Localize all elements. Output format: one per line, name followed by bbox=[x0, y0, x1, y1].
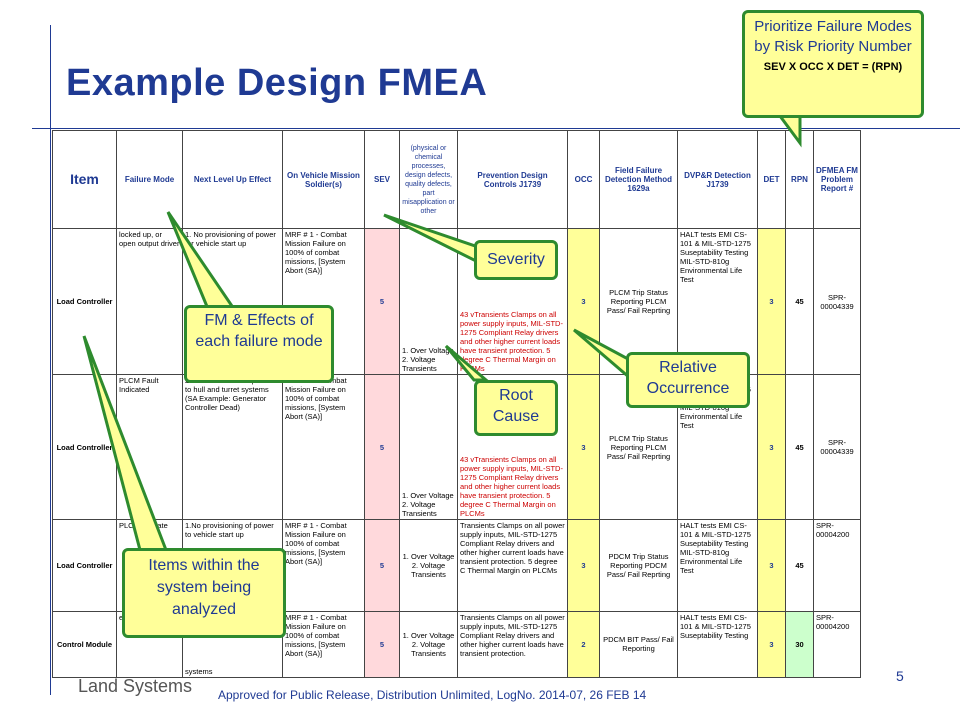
callout-root-cause: Root Cause bbox=[474, 380, 558, 436]
slide-vertical-rule bbox=[50, 25, 51, 695]
cell-cause: 1. Over Voltage 2. Voltage Transients bbox=[399, 610, 458, 679]
cell-dvpr: HALT tests EMI CS-101 & MIL-STD-1275 Sus… bbox=[677, 228, 758, 376]
callout-items-within: Items within the system being analyzed bbox=[122, 548, 286, 638]
cell-field-detect: PDCM BIT Pass/ Fail Reporting bbox=[599, 610, 678, 679]
header-row: Item Failure Mode Next Level Up Effect O… bbox=[52, 129, 861, 230]
cell-dfmea: SPR-00004339 bbox=[813, 374, 861, 520]
pointer-relative-occurrence bbox=[573, 328, 632, 382]
pointer-severity bbox=[383, 213, 480, 265]
pointer-items-within bbox=[82, 335, 169, 552]
pointer-rpn bbox=[777, 114, 802, 148]
callout-rpn: Prioritize Failure Modes by Risk Priorit… bbox=[742, 10, 924, 118]
cell-det: 3 bbox=[757, 374, 786, 520]
cell-rpn: 45 bbox=[785, 374, 814, 520]
cell-rpn: 45 bbox=[785, 228, 814, 376]
cell-dfmea: SPR-00004200 bbox=[813, 610, 861, 679]
fmea-table-container: Item Failure Mode Next Level Up Effect O… bbox=[52, 129, 861, 679]
cell-item: Load Controller bbox=[52, 228, 117, 376]
cell-sev: 5 bbox=[364, 610, 400, 679]
header-dfmea: DFMEA FM Problem Report # bbox=[813, 129, 861, 230]
header-cause: (physical or chemical processes, design … bbox=[399, 129, 458, 230]
callout-severity-text: Severity bbox=[487, 251, 545, 268]
cell-prevention: Transients Clamps on all power supply in… bbox=[457, 518, 568, 612]
cell-rpn: 45 bbox=[785, 518, 814, 612]
logo-text: Land Systems bbox=[78, 676, 193, 696]
cell-dvpr: HALT tests EMI CS-101 & MIL-STD-1275 Sus… bbox=[677, 610, 758, 679]
cell-cause: 1. Over Voltage 2. Voltage Transients bbox=[399, 374, 458, 520]
cell-sev: 5 bbox=[364, 374, 400, 520]
callout-rpn-text: Prioritize Failure Modes by Risk Priorit… bbox=[754, 18, 912, 55]
callout-rpn-formula: SEV X OCC X DET = (RPN) bbox=[763, 61, 903, 73]
cell-item: Load Controller bbox=[52, 518, 117, 612]
header-prevention: Prevention Design Controls J1739 bbox=[457, 129, 568, 230]
table-row: Load Controller PLCM Fault Indicated 2. … bbox=[52, 374, 861, 520]
cell-on-vehicle: MRF # 1 - Combat Mission Failure on 100%… bbox=[282, 610, 365, 679]
cell-dfmea: SPR-00004200 bbox=[813, 518, 861, 612]
cell-on-vehicle: MRF # 1 - Combat Mission Failure on 100%… bbox=[282, 374, 365, 520]
cell-det: 3 bbox=[757, 518, 786, 612]
cell-det: 3 bbox=[757, 228, 786, 376]
footer-text: Approved for Public Release, Distributio… bbox=[218, 688, 647, 702]
cell-occ: 3 bbox=[567, 518, 600, 612]
pointer-fm-effects bbox=[166, 211, 237, 311]
cell-prevention: Transients Clamps on all power supply in… bbox=[457, 610, 568, 679]
cell-item: Control Module bbox=[52, 610, 117, 679]
fmea-table: Item Failure Mode Next Level Up Effect O… bbox=[52, 129, 861, 679]
cell-rpn: 30 bbox=[785, 610, 814, 679]
callout-severity: Severity bbox=[474, 240, 558, 280]
cell-occ: 3 bbox=[567, 228, 600, 376]
page-number: 5 bbox=[896, 668, 904, 684]
header-dvpr: DVP&R Detection J1739 bbox=[677, 129, 758, 230]
callout-items-within-text: Items within the system being analyzed bbox=[148, 557, 260, 618]
cell-field-detect: PDCM Trip Status Reporting PDCM Pass/ Fa… bbox=[599, 518, 678, 612]
callout-root-cause-text: Root Cause bbox=[492, 387, 540, 425]
cell-det: 3 bbox=[757, 610, 786, 679]
header-next-level: Next Level Up Effect bbox=[182, 129, 283, 230]
callout-relative-occurrence: Relative Occurrence bbox=[626, 352, 750, 408]
cell-sev: 5 bbox=[364, 228, 400, 376]
cell-dfmea: SPR-00004339 bbox=[813, 228, 861, 376]
callout-fm-effects: FM & Effects of each failure mode bbox=[184, 305, 334, 383]
cell-dvpr: HALT tests EMI CS-101 & MIL-STD-1275 Sus… bbox=[677, 518, 758, 612]
slide-horizontal-rule bbox=[32, 128, 960, 129]
pointer-root-cause bbox=[444, 344, 491, 382]
cell-failure-mode: locked up, or open output driver bbox=[116, 228, 183, 376]
cell-sev: 5 bbox=[364, 518, 400, 612]
cell-occ: 3 bbox=[567, 374, 600, 520]
slide-title: Example Design FMEA bbox=[66, 62, 488, 104]
header-on-vehicle: On Vehicle Mission Soldier(s) bbox=[282, 129, 365, 230]
callout-fm-effects-text: FM & Effects of each failure mode bbox=[195, 312, 323, 350]
callout-relative-occurrence-text: Relative Occurrence bbox=[646, 359, 730, 397]
